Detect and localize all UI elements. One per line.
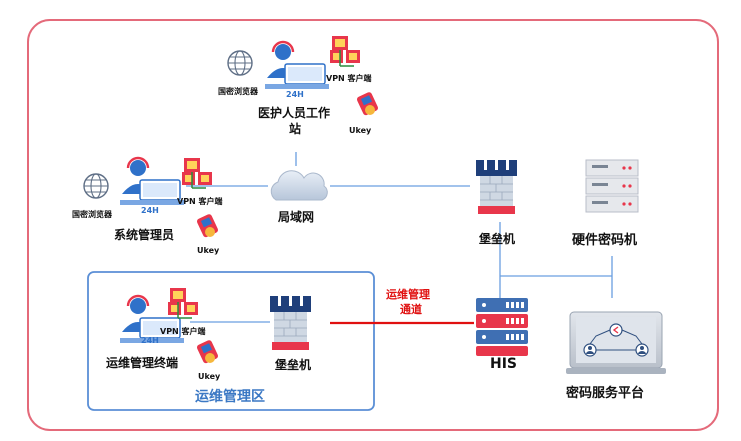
workstation-globe-icon xyxy=(227,50,253,76)
workstation-ukey-icon xyxy=(356,92,378,116)
lan-cloud-icon xyxy=(270,170,328,201)
crypto-platform-laptop-icon xyxy=(566,311,666,374)
hsm-icon xyxy=(585,159,639,213)
admin-ukey-icon xyxy=(196,214,218,238)
his-server-icon xyxy=(476,298,528,356)
ops-terminal-title: 运维管理终端 xyxy=(106,356,179,370)
bastion-ops-label: 堡垒机 xyxy=(275,358,312,372)
ops-operator-icon xyxy=(120,294,184,343)
workstation-ukey-label: Ukey xyxy=(349,126,372,135)
workstation-vpn-label: VPN 客户端 xyxy=(326,74,372,83)
bastion-top-icon xyxy=(476,160,517,214)
ops-ukey-icon xyxy=(196,340,218,364)
workstation-title-line2: 站 xyxy=(289,122,302,136)
workstation-operator-icon xyxy=(265,40,329,89)
admin-vpn-icon xyxy=(182,158,212,189)
admin-title: 系统管理员 xyxy=(114,228,175,242)
lan-cloud-label: 局域网 xyxy=(278,210,315,224)
bastion-top-label: 堡垒机 xyxy=(479,232,516,246)
admin-operator-icon xyxy=(120,156,184,205)
admin-globe-icon xyxy=(83,173,109,199)
hsm-label: 硬件密码机 xyxy=(572,233,638,248)
ops-vpn-icon xyxy=(168,288,198,319)
workstation-browser-label: 国密浏览器 xyxy=(218,87,258,96)
ops-ukey-label: Ukey xyxy=(198,372,221,381)
ops-vpn-label: VPN 客户端 xyxy=(160,327,206,336)
admin-screen-badge: 24H xyxy=(141,206,159,215)
bastion-ops-icon xyxy=(270,296,311,350)
workstation-screen-badge: 24H xyxy=(286,90,304,99)
his-label: HIS xyxy=(490,356,518,372)
ops-zone-label: 运维管理区 xyxy=(195,389,265,405)
admin-ukey-label: Ukey xyxy=(197,246,220,255)
ops-channel-label-line2: 通道 xyxy=(400,303,422,316)
outer-frame xyxy=(27,19,719,431)
admin-vpn-label: VPN 客户端 xyxy=(177,197,223,206)
ops-zone-frame xyxy=(87,271,375,411)
connections xyxy=(186,152,613,323)
crypto-platform-label: 密码服务平台 xyxy=(566,386,645,401)
ops-channel-label-line1: 运维管理 xyxy=(386,288,430,301)
ops-screen-badge: 24H xyxy=(141,336,159,345)
admin-browser-label: 国密浏览器 xyxy=(72,210,112,219)
workstation-title-line1: 医护人员工作 xyxy=(258,106,331,120)
workstation-vpn-icon xyxy=(330,36,360,67)
